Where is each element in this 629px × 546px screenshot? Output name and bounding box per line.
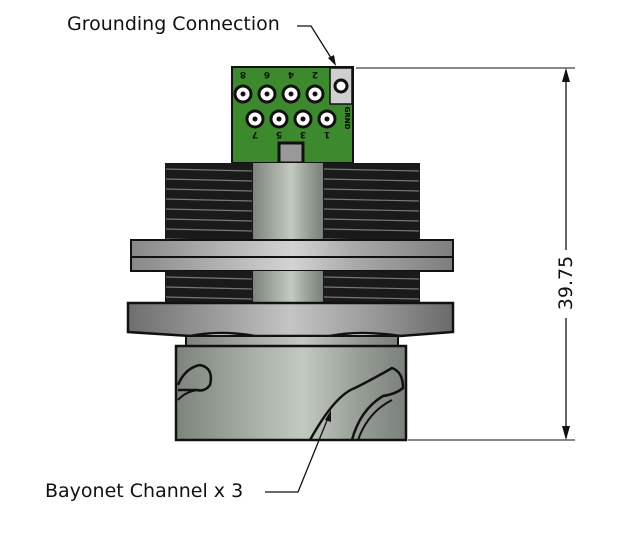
grounding-leader (297, 25, 336, 66)
pin-label: 5 (276, 129, 282, 139)
pin-label: 7 (252, 129, 258, 139)
ground-label: GRND (343, 107, 351, 130)
height-dimension-value: 39.75 (555, 255, 577, 311)
ground-hole (333, 78, 349, 94)
grounding-connection-label: Grounding Connection (67, 13, 280, 35)
bayonet-leader (265, 410, 331, 493)
pin-label: 4 (288, 69, 294, 79)
bayonet-channel-left (176, 363, 213, 392)
pin-label: 2 (312, 69, 318, 79)
pin-label: 6 (264, 69, 270, 79)
pin-label: 1 (324, 129, 330, 139)
bayonet-channel-right (308, 366, 405, 441)
lower-thread (165, 271, 420, 303)
pin-label: 8 (240, 69, 246, 79)
pin-label: 3 (300, 129, 306, 139)
height-dimension (356, 67, 575, 441)
washer (130, 239, 454, 272)
bayonet-channel-label: Bayonet Channel x 3 (45, 480, 244, 502)
hex-nut (126, 301, 455, 338)
upper-thread (165, 163, 420, 242)
connector-body (174, 335, 408, 442)
